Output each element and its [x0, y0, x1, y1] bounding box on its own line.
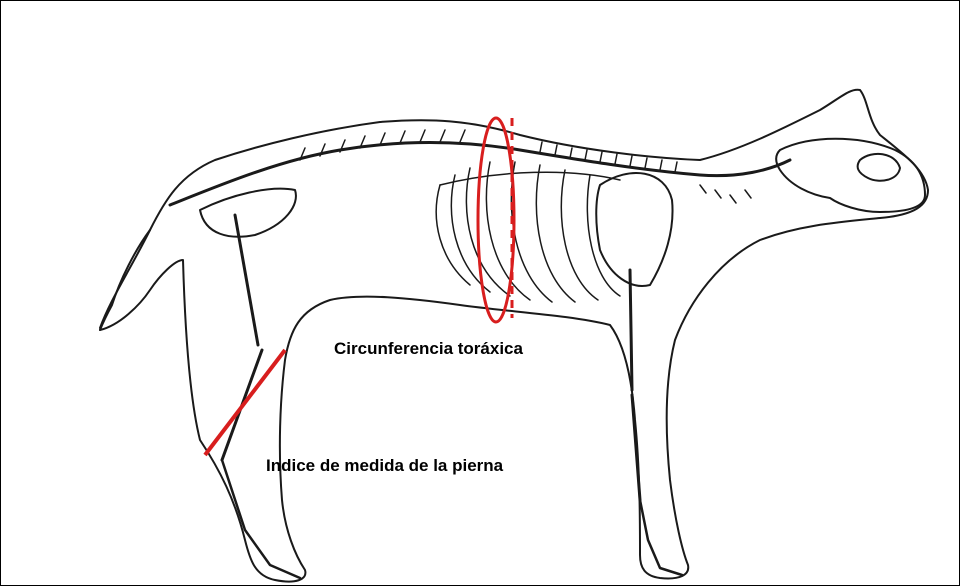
scapula	[596, 173, 672, 286]
hind-foot	[222, 460, 300, 578]
chest-circumference-marker	[478, 118, 514, 322]
leg-measure-line	[205, 350, 285, 455]
rib-cage	[436, 162, 620, 302]
leg-measure-label: Indice de medida de la pierna	[266, 456, 503, 476]
chest-circumference-label: Circunferencia toráxica	[334, 339, 523, 359]
eye-socket	[858, 154, 900, 181]
front-radius	[632, 395, 640, 500]
skull	[776, 139, 925, 212]
pelvis	[200, 189, 296, 237]
vertebrae	[300, 130, 751, 203]
front-humerus	[630, 270, 632, 390]
front-paw	[640, 500, 682, 575]
